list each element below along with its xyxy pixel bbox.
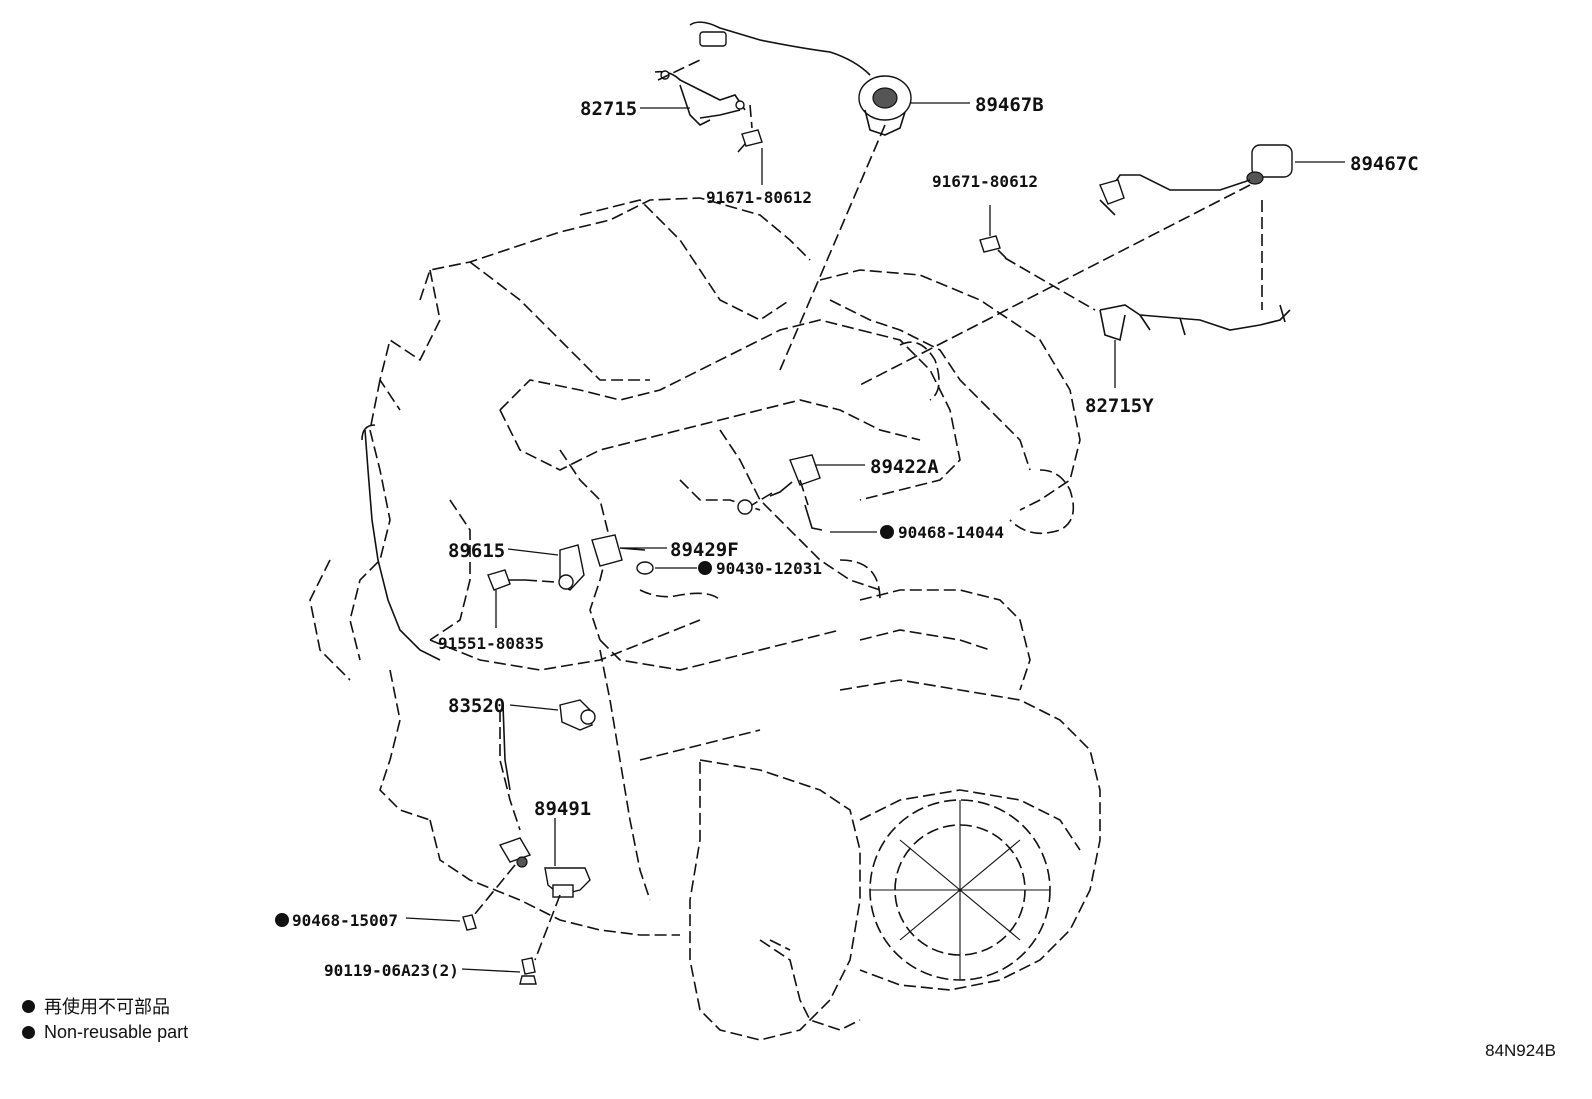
non-reusable-dot-90468-14044 <box>880 525 894 539</box>
sensor-89422a <box>737 454 823 531</box>
sensor-89467c <box>1099 144 1293 216</box>
sensor-89491 <box>462 837 591 985</box>
bracket-82715 <box>654 59 746 126</box>
legend: 再使用不可部品 Non-reusable part <box>22 993 188 1045</box>
label-90468-14044: 90468-14044 <box>898 523 1004 542</box>
sensor-89615 <box>487 544 585 591</box>
label-89422a: 89422A <box>870 456 939 478</box>
sensor-89429f <box>591 534 654 575</box>
legend-dot-icon <box>22 1025 35 1039</box>
switch-83520 <box>559 699 596 731</box>
label-89467c: 89467C <box>1350 153 1419 175</box>
label-89491: 89491 <box>534 798 591 820</box>
leader-lines <box>405 102 1345 973</box>
label-83520: 83520 <box>448 695 505 717</box>
label-91551-80835: 91551-80835 <box>438 634 544 653</box>
label-89615: 89615 <box>448 540 505 562</box>
dashed-link-89467b <box>779 124 886 371</box>
label-82715: 82715 <box>580 98 637 120</box>
label-89467b: 89467B <box>975 94 1044 116</box>
bracket-82715y <box>1099 200 1291 342</box>
bolt-91671-top <box>737 104 763 153</box>
legend-text-jp: 再使用不可部品 <box>44 997 170 1017</box>
label-89429f: 89429F <box>670 539 739 561</box>
sensor-89467b <box>689 21 912 136</box>
non-reusable-dot-90468-15007 <box>275 913 289 927</box>
legend-text-en: Non-reusable part <box>44 1021 189 1042</box>
diagram-code: 84N924B <box>1485 1041 1556 1060</box>
label-90468-15007: 90468-15007 <box>292 911 398 930</box>
label-90430-12031: 90430-12031 <box>716 559 822 578</box>
label-90119-06a23: 90119-06A23(2) <box>324 961 459 980</box>
legend-row-en: Non-reusable part <box>22 1019 188 1045</box>
dashed-link-82715y <box>859 184 1251 386</box>
legend-row-jp: 再使用不可部品 <box>22 993 188 1019</box>
label-82715y: 82715Y <box>1085 395 1154 417</box>
label-91671-top: 91671-80612 <box>706 188 812 207</box>
non-reusable-dot-90430 <box>698 561 712 575</box>
bolt-91671-right <box>979 235 1096 311</box>
legend-dot-icon <box>22 999 35 1013</box>
engine-outline <box>309 197 1101 1041</box>
label-91671-right: 91671-80612 <box>932 172 1038 191</box>
